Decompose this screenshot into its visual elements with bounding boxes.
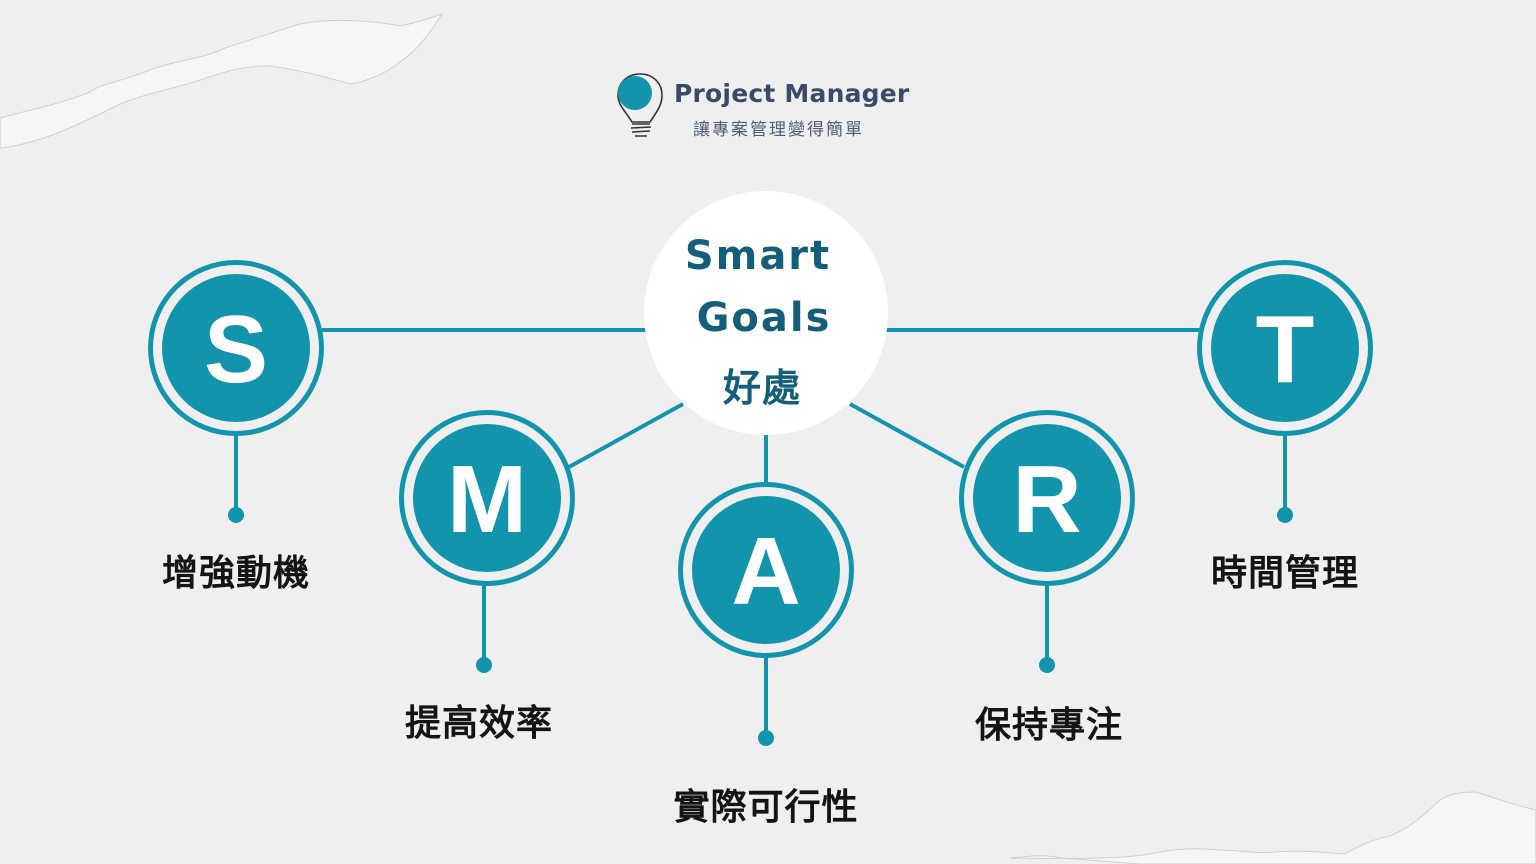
label-m: 提高效率 xyxy=(404,703,553,744)
node-m: M xyxy=(399,410,575,586)
label-t: 時間管理 xyxy=(1210,553,1359,594)
logo-title: Project Manager xyxy=(674,79,910,108)
node-letter: M xyxy=(447,446,527,553)
node-letter: T xyxy=(1255,296,1315,403)
center-hub: Smart Goals 好處 xyxy=(644,191,888,435)
node-letter: A xyxy=(731,518,801,625)
center-title-line3: 好處 xyxy=(722,366,801,410)
node-s: S xyxy=(148,260,324,436)
logo-subtitle: 讓專案管理變得簡單 xyxy=(693,120,864,140)
node-r: R xyxy=(959,410,1135,586)
node-letter: S xyxy=(203,296,269,403)
project-manager-logo: Project Manager 讓專案管理變得簡單 xyxy=(612,70,922,145)
label-r: 保持專注 xyxy=(974,705,1123,746)
center-title-line2: Goals xyxy=(696,295,832,341)
node-letter: R xyxy=(1012,446,1082,553)
label-s: 增強動機 xyxy=(161,553,310,594)
center-title-line1: Smart xyxy=(684,233,832,279)
label-a: 實際可行性 xyxy=(673,787,859,828)
torn-paper-decoration-bottom xyxy=(1009,791,1536,864)
lightbulb-icon xyxy=(617,73,663,137)
node-a: A xyxy=(678,482,854,658)
torn-paper-decoration-top xyxy=(0,13,444,149)
node-t: T xyxy=(1197,260,1373,436)
